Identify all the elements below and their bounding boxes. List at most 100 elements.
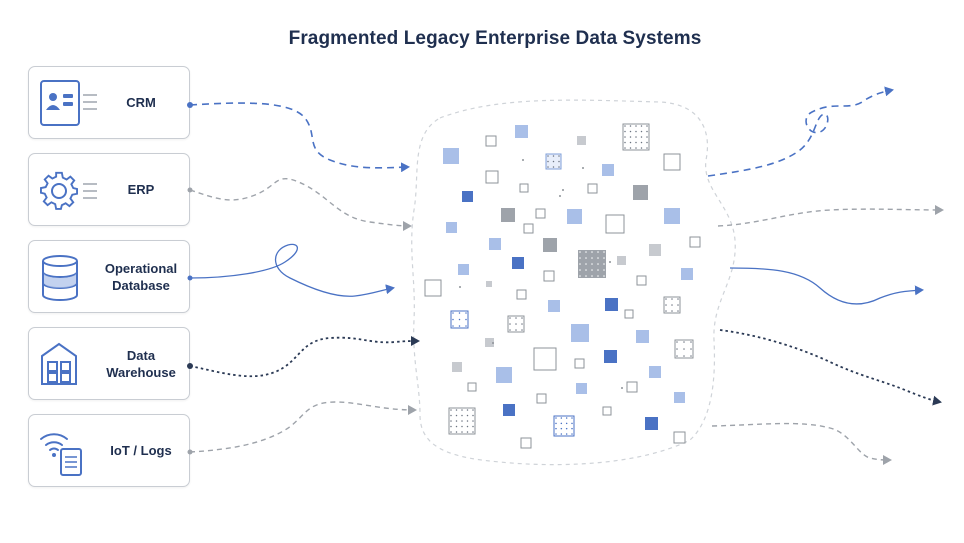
data-fragment (501, 208, 515, 222)
fragment-dot (515, 317, 517, 319)
data-fragment (626, 381, 638, 393)
fragment-dot (458, 318, 461, 321)
fragment-dot (635, 141, 637, 144)
fragment-dot (591, 257, 593, 259)
data-fragment (604, 350, 617, 363)
fragment-dot (461, 409, 463, 411)
data-fragment (567, 209, 582, 224)
fragment-dot (458, 325, 461, 327)
fragment-dot (683, 341, 685, 343)
data-fragment (636, 330, 649, 343)
fragment-speck (492, 342, 494, 344)
fragment-dot (624, 147, 626, 149)
fragment-dot (591, 263, 593, 265)
data-fragment (543, 270, 555, 282)
fragment-dot (579, 263, 581, 265)
fragment-dot (671, 310, 673, 312)
fragment-dot (671, 304, 673, 306)
fragment-dot (676, 355, 678, 357)
data-fragment (485, 170, 499, 184)
data-fragment (535, 208, 546, 219)
fragment-dot (624, 125, 626, 127)
fragment-dot (585, 263, 587, 265)
data-fragment (448, 407, 476, 435)
fragment-dot (603, 263, 605, 265)
data-fragment (536, 393, 547, 404)
fragment-dot (521, 329, 523, 331)
fragment-dot (603, 275, 605, 277)
flow-start-dot-database (187, 275, 193, 281)
fragment-dot (452, 318, 454, 321)
flow-iot-to-lake (189, 401, 417, 453)
source-card-iot-logs: IoT / Logs (28, 414, 190, 487)
data-fragment (533, 347, 557, 371)
fragment-dot (603, 269, 605, 271)
data-fragment (467, 382, 477, 392)
fragment-dot (509, 329, 511, 331)
fragment-dot (646, 136, 648, 138)
fragment-dot (676, 341, 678, 343)
source-card-data-warehouse: Data Warehouse (28, 327, 190, 400)
fragment-dot (640, 125, 643, 127)
fragment-dot (571, 433, 573, 435)
data-fragment (576, 383, 587, 394)
data-fragment (681, 268, 693, 280)
fragment-dot (665, 304, 667, 306)
fragment-dot (560, 422, 563, 425)
fragment-dot (472, 409, 474, 411)
fragment-dot (585, 269, 587, 271)
data-fragment (496, 367, 512, 383)
fragment-dot (552, 160, 555, 163)
data-fragment (571, 324, 589, 342)
fragment-dot (665, 310, 667, 312)
fragment-dot (455, 425, 458, 428)
fragment-dot (465, 312, 467, 314)
fragment-dot (640, 141, 643, 144)
data-fragment (633, 185, 648, 200)
flow-start-dot-erp (187, 187, 193, 193)
flow-lake-out-3 (729, 267, 924, 305)
source-label-data-warehouse: Data Warehouse (106, 347, 176, 380)
flow-warehouse-to-lake (189, 336, 420, 378)
fragment-dot (603, 257, 605, 259)
fragment-dot (461, 425, 463, 428)
flow-erp-to-lake (189, 178, 412, 231)
fragment-dot (597, 257, 599, 259)
fragment-dot (597, 269, 599, 271)
fragment-dot (585, 275, 587, 277)
wifi-log-icon (40, 433, 82, 476)
fragment-dot (640, 130, 643, 133)
source-label-erp: ERP (127, 182, 155, 197)
fragment-dot (646, 130, 648, 133)
fragment-dot (565, 427, 568, 430)
fragment-dot (571, 427, 573, 430)
fragment-dot (555, 433, 557, 435)
flow-start-dot-iot (187, 449, 193, 455)
fragment-dot (458, 312, 461, 314)
diagram-title: Fragmented Legacy Enterprise Data System… (288, 28, 702, 49)
fragment-dot (624, 141, 626, 144)
fragment-dot (677, 310, 679, 312)
database-icon (42, 255, 78, 301)
fragment-dot (597, 251, 599, 253)
fragment-speck (562, 189, 564, 191)
fragment-dot (629, 147, 632, 149)
fragment-dot (571, 417, 573, 419)
fragment-dot (547, 166, 549, 168)
fragment-dot (677, 298, 679, 300)
data-fragment (553, 415, 575, 437)
fragment-dot (472, 425, 474, 428)
fragment-dot (690, 355, 692, 357)
data-fragment (489, 238, 501, 250)
fragment-dot (466, 414, 469, 417)
data-fragment (485, 338, 494, 347)
fragment-dot (466, 409, 469, 411)
fragment-dot (683, 348, 685, 350)
fragment-dot (646, 141, 648, 144)
fragment-dot (603, 251, 605, 253)
data-fragment (602, 406, 612, 416)
data-fragment (689, 236, 701, 248)
data-fragment (636, 275, 647, 286)
fragment-dot (585, 251, 587, 253)
